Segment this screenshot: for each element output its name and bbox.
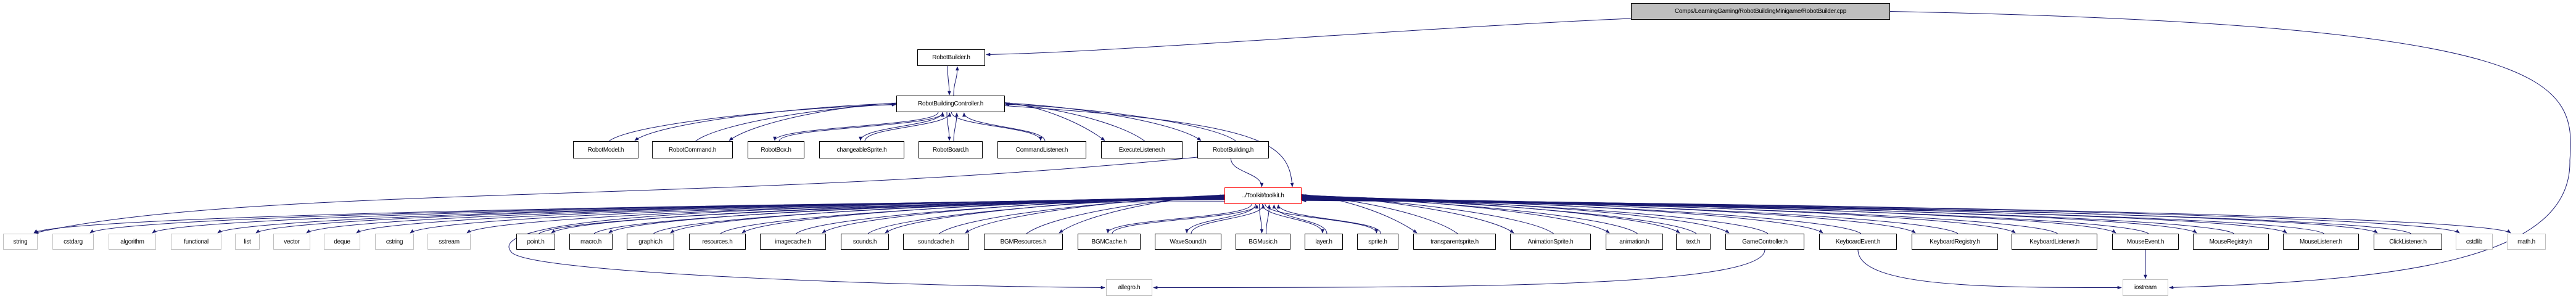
node-toolkit[interactable]: ../Toolkit/toolkit.h xyxy=(1224,187,1302,204)
node-robotbuilding[interactable]: RobotBuilding.h xyxy=(1197,141,1269,158)
node-layer[interactable]: layer.h xyxy=(1305,234,1343,250)
edge-wavesound-to-toolkit xyxy=(1191,204,1265,234)
edge-soundcache-to-toolkit xyxy=(939,195,1224,234)
edge-rbc-to-robotmodel xyxy=(634,103,897,141)
node-deque[interactable]: deque xyxy=(324,234,360,250)
node-keyboardevent[interactable]: KeyboardEvent.h xyxy=(1819,234,1897,250)
edge-toolkit-to-string xyxy=(33,199,1225,234)
edge-executelistener-to-rbc xyxy=(1005,102,1146,142)
edge-rbc-to-toolkit xyxy=(1004,105,1294,187)
node-keyboardlistener[interactable]: KeyboardListener.h xyxy=(2012,234,2097,250)
edge-toolkit-to-bgmresources xyxy=(1059,194,1225,234)
edge-rbc-to-executelistener xyxy=(1004,102,1105,141)
edge-toolkit-to-vector xyxy=(306,198,1225,234)
node-imagecache[interactable]: imagecache.h xyxy=(760,234,826,250)
edge-rbc-to-robotboard xyxy=(946,112,951,141)
node-functional[interactable]: functional xyxy=(171,234,221,250)
edge-toolkit-to-math xyxy=(1301,199,2511,234)
node-vector[interactable]: vector xyxy=(273,234,310,250)
edge-keyboardevent-to-iostream xyxy=(1857,249,2122,290)
edge-bgmcache-to-toolkit xyxy=(1112,204,1259,234)
node-cstdarg[interactable]: cstdarg xyxy=(52,234,94,250)
edge-rbc-to-robotcommand xyxy=(729,102,897,141)
edge-toolkit-to-soundcache xyxy=(965,195,1225,234)
node-algorithm[interactable]: algorithm xyxy=(109,234,156,250)
edge-sprite-to-toolkit xyxy=(1276,204,1381,234)
node-clicklistener[interactable]: ClickListener.h xyxy=(2374,234,2442,250)
edge-toolkit-to-bgmcache xyxy=(1106,203,1252,234)
node-macro[interactable]: macro.h xyxy=(569,234,613,250)
edge-commandlistener-to-rbc xyxy=(962,112,1046,142)
edge-root-to-iostream xyxy=(1889,11,2571,290)
node-transparentsprite[interactable]: transparentsprite.h xyxy=(1413,234,1496,250)
node-allegro[interactable]: allegro.h xyxy=(1106,279,1152,296)
node-bgmcache[interactable]: BGMCache.h xyxy=(1078,234,1141,250)
node-sprite[interactable]: sprite.h xyxy=(1357,234,1398,250)
node-graphic[interactable]: graphic.h xyxy=(627,234,674,250)
node-root[interactable]: Comps/LearningGaming/RobotBuildingMiniga… xyxy=(1631,3,1890,20)
node-changeablesprite[interactable]: changeableSprite.h xyxy=(819,141,904,158)
node-bgmusic[interactable]: BGMusic.h xyxy=(1236,234,1290,250)
node-animationsprite[interactable]: AnimationSprite.h xyxy=(1510,234,1591,250)
node-point[interactable]: point.h xyxy=(516,234,555,250)
node-commandlistener[interactable]: CommandListener.h xyxy=(997,141,1086,158)
edge-toolkit-to-wavesound xyxy=(1185,203,1256,234)
node-mouseevent[interactable]: MouseEvent.h xyxy=(2112,234,2179,250)
node-robotbuilder[interactable]: RobotBuilder.h xyxy=(917,49,985,66)
edge-robotbuilder-to-rbc xyxy=(947,65,951,96)
node-string[interactable]: string xyxy=(3,234,38,250)
node-iostream[interactable]: iostream xyxy=(2123,279,2168,296)
node-rbc[interactable]: RobotBuildingController.h xyxy=(896,96,1005,112)
node-keyboardregistry[interactable]: KeyboardRegistry.h xyxy=(1912,234,1998,250)
node-sounds[interactable]: sounds.h xyxy=(841,234,889,250)
edge-rbc-to-robotbuilder xyxy=(953,66,959,96)
edge-robotboard-to-rbc xyxy=(953,112,959,142)
edge-root-to-robotbuilder xyxy=(986,18,1632,57)
node-list[interactable]: list xyxy=(235,234,260,250)
node-text[interactable]: text.h xyxy=(1676,234,1711,250)
node-math[interactable]: math.h xyxy=(2507,234,2546,250)
edge-toolkit-to-bgmusic xyxy=(1259,203,1264,234)
edge-clicklistener-to-toolkit xyxy=(1302,199,2411,234)
node-mouselistener[interactable]: MouseListener.h xyxy=(2283,234,2359,250)
edge-robotbox-to-rbc xyxy=(778,112,945,142)
edge-toolkit-to-sprite xyxy=(1265,203,1379,234)
edge-toolkit-to-cstdarg xyxy=(89,199,1225,234)
edge-toolkit-to-allegro xyxy=(508,201,1225,290)
node-cstring[interactable]: cstring xyxy=(375,234,414,250)
node-animation[interactable]: animation.h xyxy=(1606,234,1663,250)
edge-rbc-to-robotbuilding xyxy=(1004,102,1202,141)
node-wavesound[interactable]: WaveSound.h xyxy=(1155,234,1221,250)
node-resources[interactable]: resources.h xyxy=(689,234,746,250)
node-executelistener[interactable]: ExecuteListener.h xyxy=(1101,141,1183,158)
edge-robotmodel-to-rbc xyxy=(608,103,896,142)
node-robotmodel[interactable]: RobotModel.h xyxy=(573,141,638,158)
edge-robotbuilding-to-toolkit xyxy=(1230,158,1264,187)
node-sstream[interactable]: sstream xyxy=(427,234,471,250)
node-cstdlib[interactable]: cstdlib xyxy=(2456,234,2493,250)
node-mouseregistry[interactable]: MouseRegistry.h xyxy=(2193,234,2269,250)
edge-robotbuilding-to-rbc xyxy=(1005,102,1237,142)
edge-bgmusic-to-toolkit xyxy=(1266,204,1271,234)
edge-bgmresources-to-toolkit xyxy=(1026,194,1224,234)
node-gamecontroller[interactable]: GameController.h xyxy=(1725,234,1804,250)
edge-toolkit-to-layer xyxy=(1261,203,1324,234)
node-robotcommand[interactable]: RobotCommand.h xyxy=(652,141,733,158)
edge-layer-to-toolkit xyxy=(1272,204,1327,234)
node-soundcache[interactable]: soundcache.h xyxy=(903,234,969,250)
edge-robotcommand-to-rbc xyxy=(695,102,896,142)
edge-robotbuilding-to-string xyxy=(34,157,1198,234)
node-robotboard[interactable]: RobotBoard.h xyxy=(919,141,983,158)
node-bgmresources[interactable]: BGMResources.h xyxy=(984,234,1063,250)
edge-gamecontroller-to-allegro xyxy=(1153,249,1765,290)
node-robotbox[interactable]: RobotBox.h xyxy=(748,141,804,158)
edge-toolkit-to-point xyxy=(551,197,1225,234)
edge-rbc-to-commandlistener xyxy=(951,112,1042,141)
edge-toolkit-to-cstring xyxy=(410,197,1225,234)
edge-changeablesprite-to-rbc xyxy=(864,112,952,142)
edge-rbc-to-robotbox xyxy=(773,112,939,141)
edge-rbc-to-changeablesprite xyxy=(859,112,943,141)
